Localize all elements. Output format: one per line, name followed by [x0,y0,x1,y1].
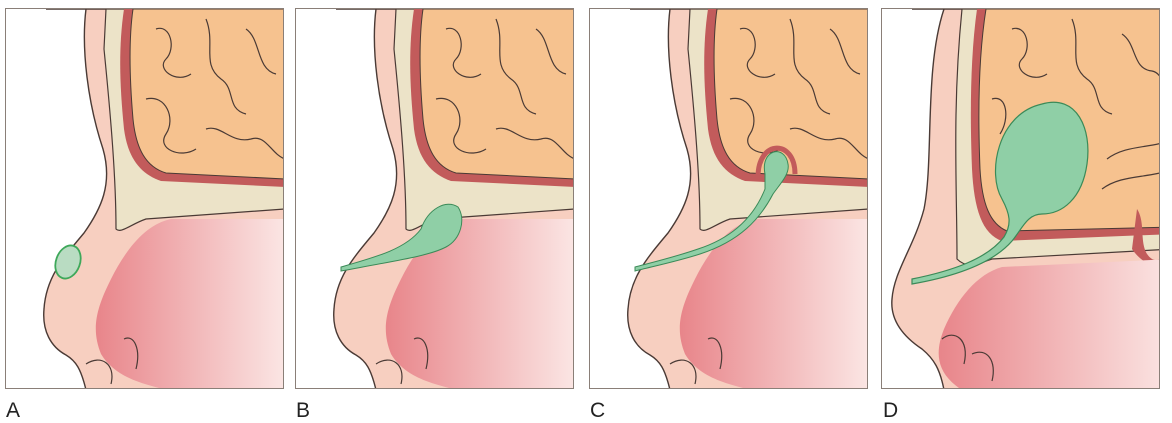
panel-d-illustration [882,9,1160,389]
panel-label-b: B [296,400,310,421]
panel-b-illustration [296,9,574,389]
panel-a [5,8,284,389]
brain [130,9,284,179]
panel-d [881,8,1160,389]
panel-c [589,8,868,389]
panel-a-illustration [6,9,284,389]
panel-b [295,8,574,389]
panel-c-illustration [590,9,868,389]
panel-label-a: A [6,400,20,421]
panel-label-c: C [590,400,605,421]
panel-label-d: D [883,400,898,421]
